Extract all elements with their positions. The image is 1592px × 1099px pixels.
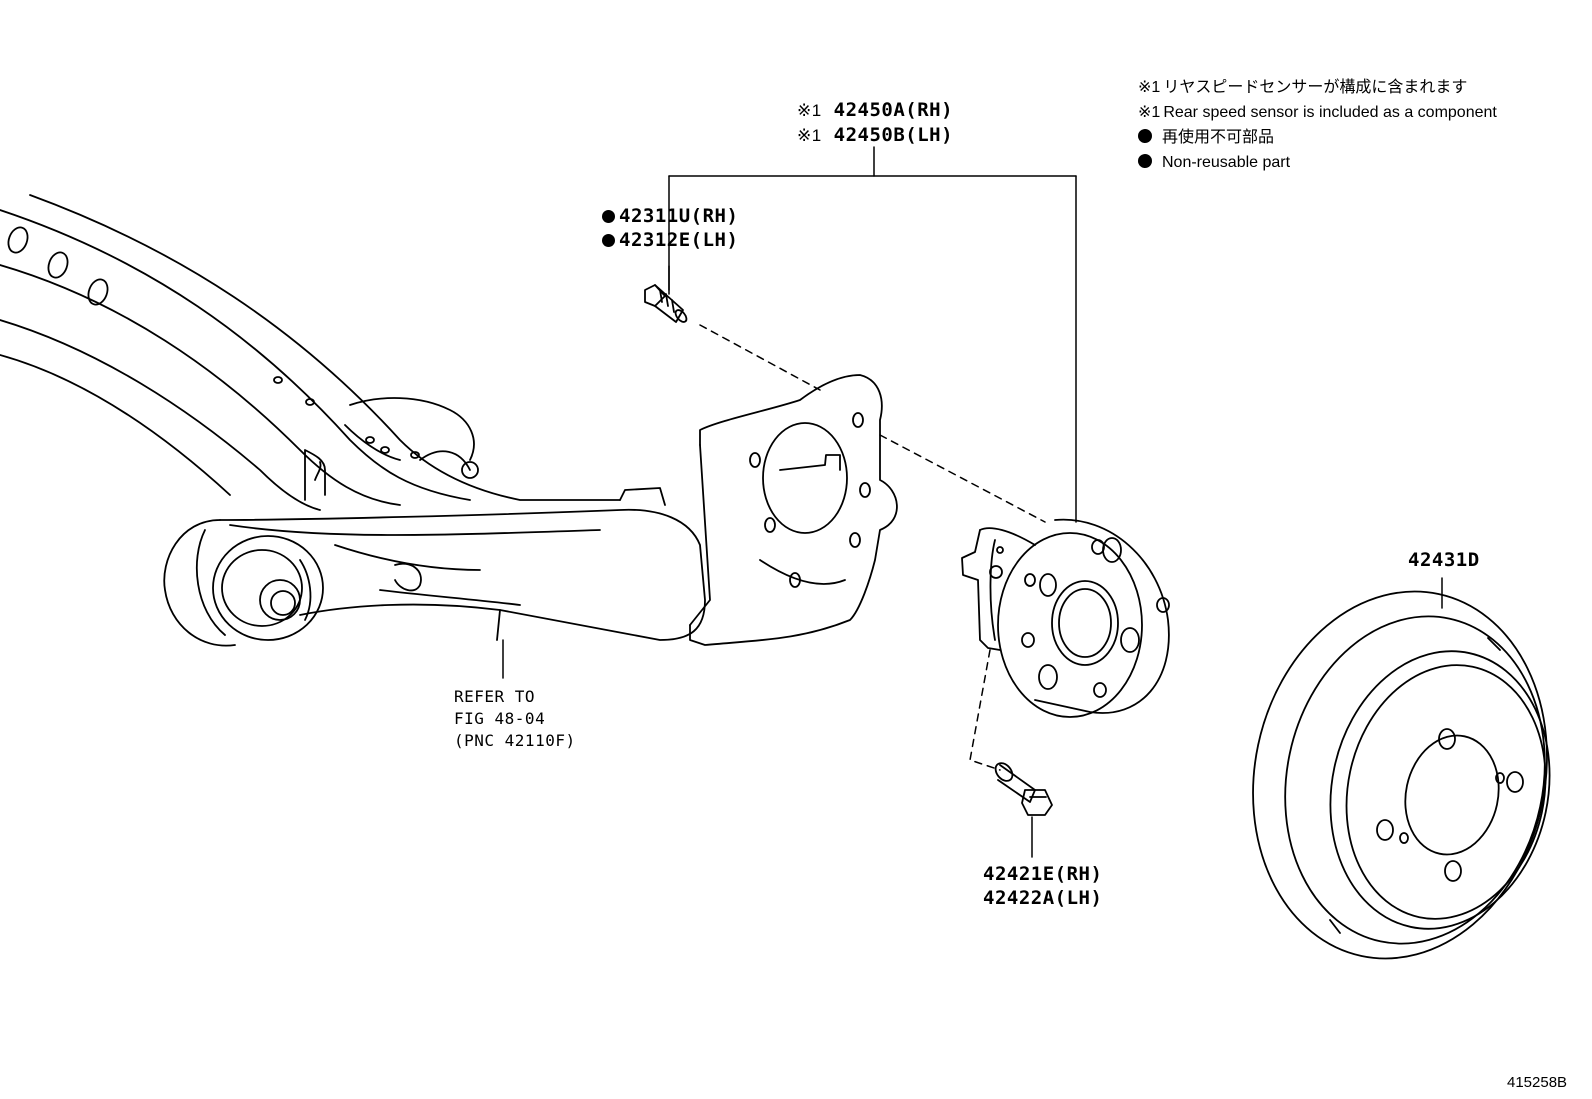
axle-beam-drawing <box>0 194 898 647</box>
hub-bolt-drawing <box>644 284 688 323</box>
legend-text: Rear speed sensor is included as a compo… <box>1163 104 1497 121</box>
hub-rh-number: 42450A(RH) <box>833 99 954 121</box>
hub-lh-line: ※1 42450B(LH) <box>797 123 953 148</box>
legend-text: Non-reusable part <box>1162 154 1291 171</box>
non-reusable-dot-icon <box>1138 129 1152 143</box>
hub-bearing-drawing <box>961 518 1170 718</box>
legend-text: リヤスピードセンサーが構成に含まれます <box>1163 79 1468 96</box>
stud-lh-number: 42312E(LH) <box>619 229 739 251</box>
bolt-lh-number: 42422A(LH) <box>983 887 1103 909</box>
refer-line-3: (PNC 42110F) <box>454 731 576 750</box>
legend-mark: ※1 <box>1138 104 1161 121</box>
brake-drum-drawing <box>1252 590 1551 960</box>
drum-part-label: 42431D <box>1408 548 1480 572</box>
stud-rh-number: 42311U(RH) <box>619 205 739 227</box>
refer-note: REFER TO FIG 48-04 (PNC 42110F) <box>454 686 576 752</box>
drum-number: 42431D <box>1408 549 1480 571</box>
non-reusable-dot-icon <box>602 234 615 247</box>
legend-text: 再使用不可部品 <box>1162 129 1275 146</box>
hub-part-label: ※1 42450A(RH) ※1 42450B(LH) <box>797 98 953 148</box>
bolt-rh-number: 42421E(RH) <box>983 863 1103 885</box>
legend-mark: ※1 <box>1138 79 1161 96</box>
dashed-guide-lines <box>699 324 1046 771</box>
component-mark: ※1 <box>797 101 822 120</box>
refer-line-1: REFER TO <box>454 687 536 706</box>
non-reusable-dot-icon <box>602 210 615 223</box>
non-reusable-dot-icon <box>1138 154 1152 168</box>
hub-rh-line: ※1 42450A(RH) <box>797 98 953 123</box>
refer-line-2: FIG 48-04 <box>454 709 546 728</box>
stud-lh-line: 42312E(LH) <box>602 228 738 252</box>
legend-line-3: 再使用不可部品 <box>1138 125 1497 150</box>
hub-lh-number: 42450B(LH) <box>833 124 954 146</box>
bolt-part-label: 42421E(RH) 42422A(LH) <box>983 862 1102 910</box>
stud-part-label: 42311U(RH) 42312E(LH) <box>602 204 738 252</box>
component-mark: ※1 <box>797 126 822 145</box>
stud-rh-line: 42311U(RH) <box>602 204 738 228</box>
figure-id: 415258B <box>1507 1074 1568 1091</box>
leader-lines <box>502 146 1443 858</box>
legend-line-4: Non-reusable part <box>1138 150 1497 175</box>
flange-bolt-drawing <box>994 762 1053 816</box>
